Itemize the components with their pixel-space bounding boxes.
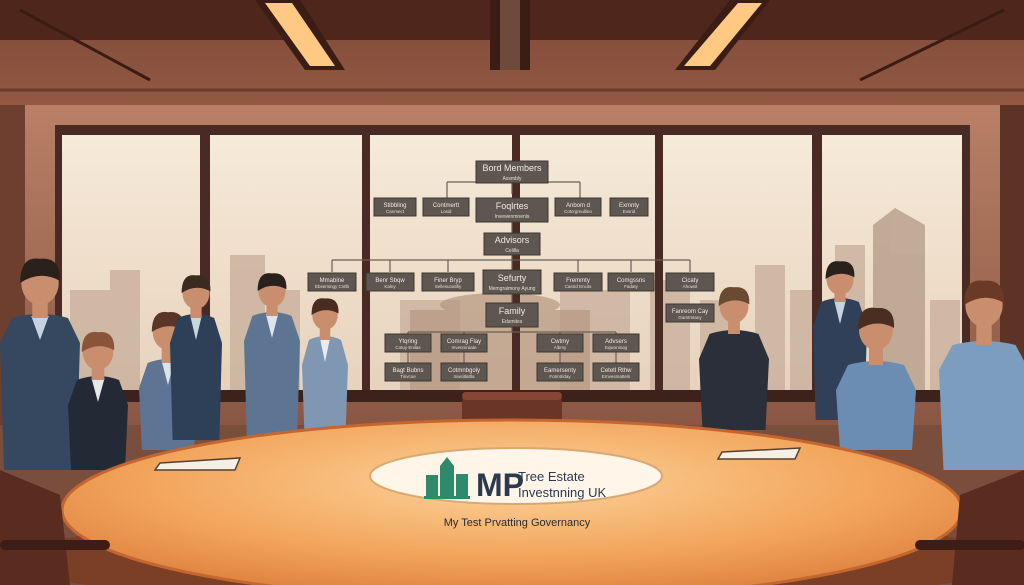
org-box-row2-2-title: Finer Bryp [434, 278, 462, 284]
chair-front-left [0, 470, 110, 585]
org-box-top-subtitle: Assmbly [503, 176, 522, 182]
org-box-row4-2-title: Eamersenty [544, 368, 576, 374]
logo-tagline: My Test Prvatting Governancy [444, 517, 591, 529]
org-box-row1-2-title: Foqlrtes [496, 201, 529, 211]
org-box-row1-0-subtitle: Canmect [386, 209, 405, 214]
org-box-row4-3-subtitle: Emvesmattels [602, 374, 631, 379]
org-box-row2-1-title: Benr Sbqw [375, 278, 405, 284]
ceiling-light-center [490, 0, 530, 70]
org-box-row2-4-title: Fremmty [566, 278, 590, 284]
org-box-row1-1-subtitle: Losid [441, 209, 452, 214]
org-box-row1-4-title: Exmnty [619, 203, 639, 209]
org-chart: Bord MembersAssmblyStibblingCanmectContm… [307, 160, 715, 382]
logo-line1: Tree Estate [518, 469, 585, 484]
org-box-row4-0-subtitle: Tinvcoe [400, 374, 416, 379]
org-box-row3-2-subtitle: Albmy [554, 345, 567, 350]
org-box-row3-3-subtitle: Eqwonisog [605, 345, 628, 350]
conference-table [2, 418, 1022, 585]
org-box-row4-1-subtitle: Inwsitlattla [453, 374, 475, 379]
org-box-row2-2-subtitle: Sellesunatifiy [435, 284, 462, 289]
org-box-row2-1-subtitle: Kalny [384, 284, 396, 289]
org-box-row2-right-title: Fanreom Cay [672, 309, 708, 315]
org-box-row2-4-subtitle: Castrd Encits [565, 284, 593, 289]
paper-right [716, 447, 802, 460]
org-box-advisors-title: Advisors [495, 235, 530, 245]
org-box-row2-5-subtitle: Fadaty [624, 284, 639, 289]
org-box-row4-0-title: Bagt Bubns [392, 368, 423, 374]
org-box-row2-5-title: Comgssns [617, 278, 645, 284]
org-box-row1-4-subtitle: Evsrid [623, 209, 636, 214]
person-standing-7 [699, 287, 769, 430]
org-box-row3-1-title: Comrag Flay [447, 339, 481, 345]
person-standing-5 [244, 273, 300, 436]
org-box-row1-1-title: Contmertt [433, 203, 460, 209]
org-box-family-subtitle: Edsmites [502, 319, 523, 325]
people [0, 258, 1024, 470]
logo-line2: Investnning UK [518, 485, 606, 500]
ceiling-light-right [675, 0, 770, 70]
org-chart-boxes: Bord MembersAssmblyStibblingCanmectContm… [307, 160, 715, 382]
org-box-row1-2-subtitle: Invewenmnenls [495, 214, 530, 220]
person-standing-6 [302, 298, 348, 430]
org-box-advisors-subtitle: Celilla [505, 248, 519, 254]
org-box-row2-3-title: Sefurty [498, 273, 527, 283]
org-box-row4-3-title: Cetetl Rthw [600, 368, 632, 374]
person-standing-4 [170, 275, 222, 440]
chair-front-right [915, 470, 1024, 585]
org-box-row2-3-subtitle: Memgraimony Ayung [489, 286, 536, 292]
org-box-row3-0-subtitle: Cotuy Enilas [395, 345, 421, 350]
person-seated-2 [68, 331, 128, 470]
org-box-row4-2-subtitle: Fotmtriday [549, 374, 571, 379]
org-box-row1-3-title: Anbom d [566, 203, 590, 209]
paper-left [153, 457, 242, 471]
org-box-row3-2-title: Cwtmy [551, 339, 569, 345]
org-box-row3-3-title: Advsers [605, 339, 627, 345]
building-logo-icon [424, 457, 470, 499]
ceiling-light-left [255, 0, 345, 70]
org-box-row2-6-subtitle: Ahowst [683, 284, 699, 289]
person-seated-9 [836, 307, 916, 450]
org-box-family-title: Family [499, 306, 526, 316]
org-box-row1-0-title: Stibbling [383, 203, 406, 209]
org-box-row3-1-subtitle: Invenmraate [451, 345, 477, 350]
org-box-row2-0-subtitle: Ebsemingy Cntlb [315, 284, 350, 289]
org-box-row2-6-title: Cicaty [682, 278, 699, 284]
org-box-row2-right-subtitle: Garstmtany [678, 315, 702, 320]
org-box-row3-0-title: Ytqring [398, 339, 417, 345]
logo-letters: MP [476, 467, 524, 503]
org-box-top-title: Bord Members [482, 163, 542, 173]
person-seated-10 [939, 280, 1024, 470]
ceiling [0, 0, 1024, 110]
org-box-row2-0-title: Mmabine [320, 278, 345, 284]
company-logo: MP Tree Estate Investnning UK My Test Pr… [424, 457, 606, 529]
org-box-row4-1-title: Cotmnbgoly [448, 368, 480, 374]
org-box-row1-3-subtitle: Cotcrgrnullino [564, 209, 592, 214]
person-standing-1 [0, 258, 80, 470]
